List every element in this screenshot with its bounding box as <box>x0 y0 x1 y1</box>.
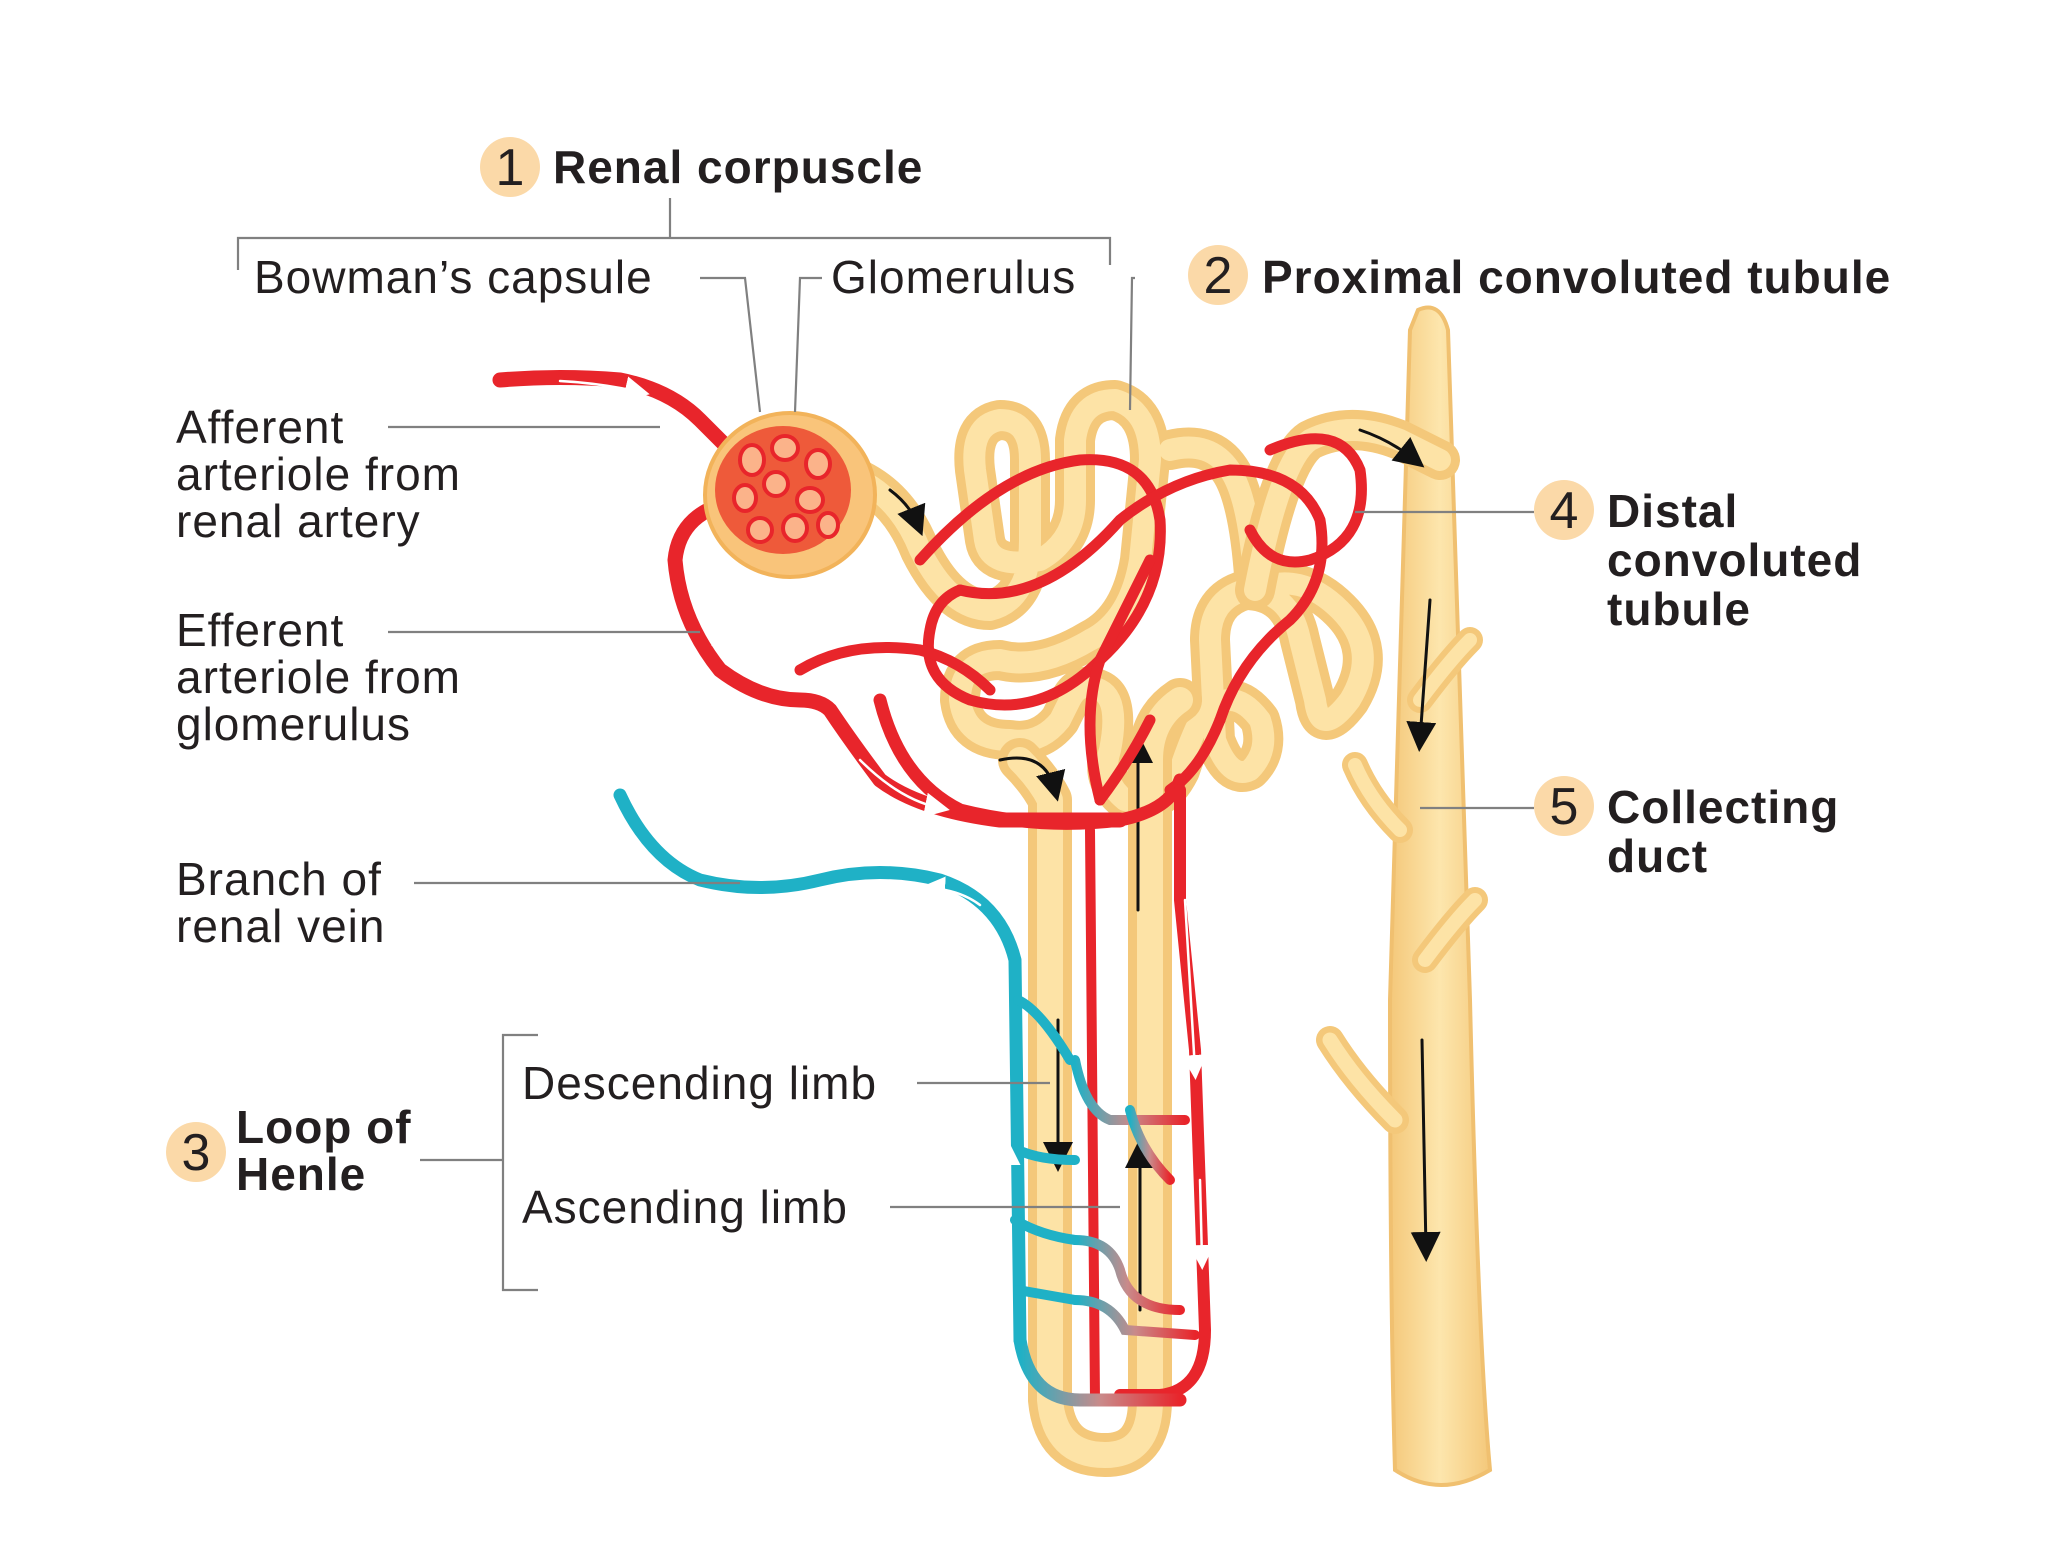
efferent-arteriole <box>667 492 1128 828</box>
afferent-line-1: Afferent <box>176 401 344 453</box>
number-badge <box>1534 776 1594 836</box>
collecting-line-2: duct <box>1607 830 1708 882</box>
distal-line-1: Distal <box>1607 485 1738 537</box>
descending-limb-label: Descending limb <box>522 1057 877 1109</box>
number-4: 4 <box>1550 482 1579 540</box>
label-renal-vein: Branch of renal vein <box>176 853 385 952</box>
renal-vein-branch <box>613 788 1080 1347</box>
number-3: 3 <box>182 1124 211 1182</box>
number-1: 1 <box>496 139 525 197</box>
efferent-line-1: Efferent <box>176 604 344 656</box>
efferent-line-2: arteriole from <box>176 651 461 703</box>
label-proximal-tubule: 2 Proximal convoluted tubule <box>1188 245 1891 305</box>
glomerulus-loops <box>732 434 840 544</box>
proximal-tubule-label: Proximal convoluted tubule <box>1262 251 1891 303</box>
renal-vein-line-2: renal vein <box>176 900 385 952</box>
flow-arrow <box>888 488 926 537</box>
number-badge <box>1188 245 1248 305</box>
number-badge <box>480 137 540 197</box>
renal-corpuscle <box>703 411 877 579</box>
renal-vein-line-1: Branch of <box>176 853 382 905</box>
peritubular-capillaries <box>794 433 1367 1407</box>
flow-arrow <box>998 756 1066 802</box>
renal-corpuscle-label: Renal corpuscle <box>553 141 923 193</box>
loop-line-2: Henle <box>236 1148 366 1200</box>
number-2: 2 <box>1204 247 1233 305</box>
efferent-line-3: glomerulus <box>176 698 411 750</box>
number-badge <box>166 1122 226 1182</box>
afferent-line-2: arteriole from <box>176 448 461 500</box>
collecting-line-1: Collecting <box>1607 781 1839 833</box>
distal-line-3: tubule <box>1607 583 1751 635</box>
glomerulus-label: Glomerulus <box>831 251 1076 303</box>
afferent-line-3: renal artery <box>176 495 421 547</box>
label-collecting-duct: 5 Collecting duct <box>1534 776 1839 882</box>
distal-line-2: convoluted <box>1607 534 1862 586</box>
label-afferent-arteriole: Afferent arteriole from renal artery <box>176 401 461 547</box>
label-renal-corpuscle: 1 Renal corpuscle <box>480 137 923 197</box>
ascending-limb-label: Ascending limb <box>522 1181 848 1233</box>
label-loop-of-henle: 3 Loop of Henle <box>166 1101 412 1200</box>
flow-arrow <box>1410 1038 1441 1262</box>
label-distal-tubule: 4 Distal convoluted tubule <box>1534 480 1862 635</box>
collecting-duct <box>1316 305 1493 1487</box>
afferent-arteriole <box>492 370 748 468</box>
number-badge <box>1534 480 1594 540</box>
leader-lines <box>236 198 1534 1292</box>
label-efferent-arteriole: Efferent arteriole from glomerulus <box>176 604 461 750</box>
bowmans-capsule-label: Bowman’s capsule <box>254 251 653 303</box>
flow-arrow <box>1358 428 1425 468</box>
loop-line-1: Loop of <box>236 1101 412 1153</box>
number-5: 5 <box>1550 778 1579 836</box>
flow-arrow <box>1406 598 1437 752</box>
